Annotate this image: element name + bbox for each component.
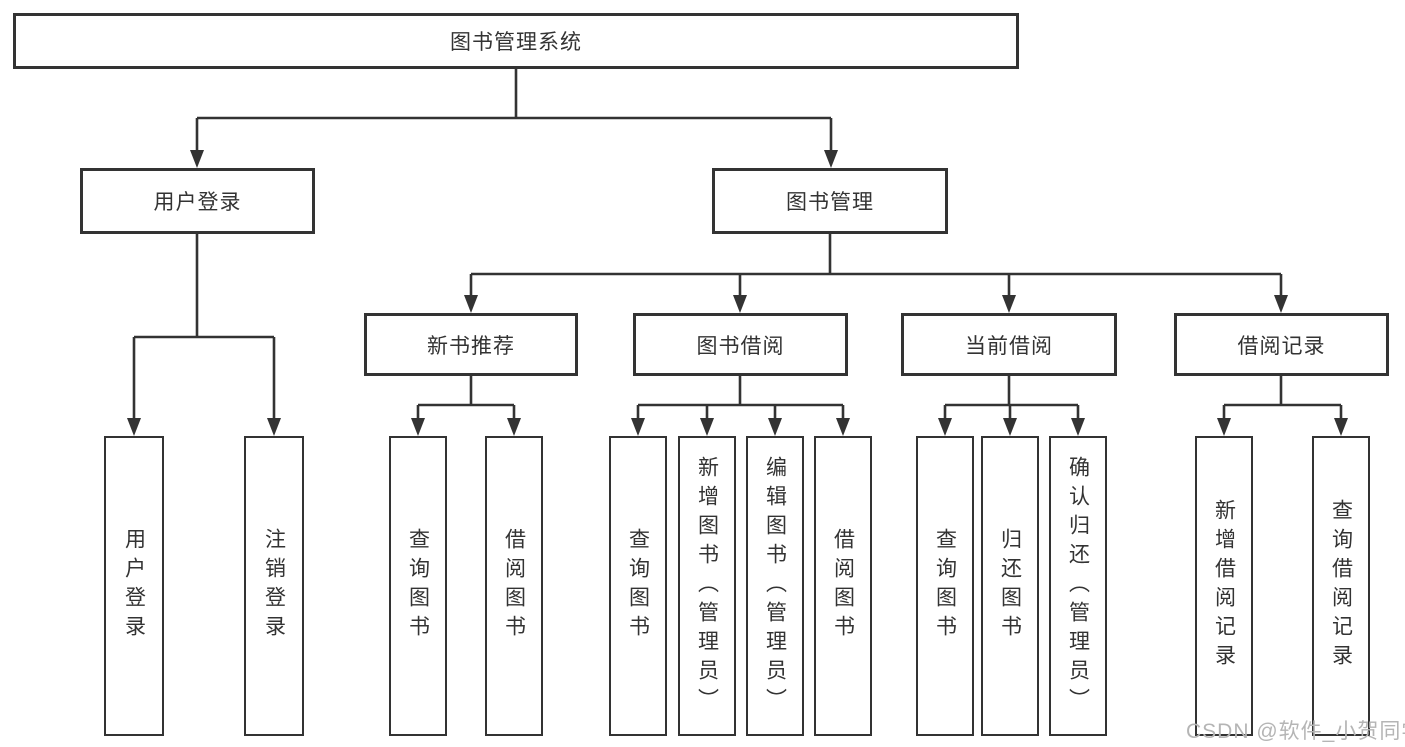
csdn-watermark: CSDN @软件_小贺同学	[1186, 720, 1405, 743]
leaf-user-login: 用户登录	[104, 436, 164, 736]
node-current-borrow: 当前借阅	[901, 313, 1117, 376]
leaf-confirm-return-admin: 确认归还（管理员）	[1049, 436, 1107, 736]
leaf-return-books: 归还图书	[981, 436, 1039, 736]
node-user-login: 用户登录	[80, 168, 315, 234]
leaf-query-books-3: 查询图书	[916, 436, 974, 736]
leaf-borrow-books-2: 借阅图书	[814, 436, 872, 736]
node-label: 借阅记录	[1237, 334, 1326, 358]
node-label: 借阅图书	[502, 528, 526, 644]
leaf-query-books-2: 查询图书	[609, 436, 667, 736]
node-label: 查询图书	[626, 528, 650, 644]
node-label: 用户登录	[153, 191, 242, 214]
node-label: 编辑图书（管理员）	[763, 455, 787, 717]
node-label: 新增借阅记录	[1212, 499, 1236, 673]
node-label: 当前借阅	[965, 334, 1053, 358]
node-label: 借阅图书	[831, 528, 855, 644]
node-label: 图书管理	[786, 191, 874, 214]
node-book-management: 图书管理	[712, 168, 948, 234]
leaf-query-borrow-record: 查询借阅记录	[1312, 436, 1370, 736]
node-label: 新增图书（管理员）	[695, 455, 719, 717]
node-label: 查询借阅记录	[1329, 499, 1353, 673]
node-label: 注销登录	[262, 528, 286, 644]
node-label: 图书借阅	[696, 334, 785, 358]
node-label: 确认归还（管理员）	[1066, 455, 1090, 717]
node-label: 图书管理系统	[450, 31, 582, 54]
leaf-add-borrow-record: 新增借阅记录	[1195, 436, 1253, 736]
node-root-system: 图书管理系统	[13, 13, 1019, 69]
leaf-borrow-books-1: 借阅图书	[485, 436, 543, 736]
node-book-borrow: 图书借阅	[633, 313, 848, 376]
node-label: 归还图书	[998, 528, 1022, 644]
leaf-logout: 注销登录	[244, 436, 304, 736]
leaf-edit-books-admin: 编辑图书（管理员）	[746, 436, 804, 736]
node-label: 新书推荐	[427, 334, 515, 358]
leaf-add-books-admin: 新增图书（管理员）	[678, 436, 736, 736]
leaf-query-books-1: 查询图书	[389, 436, 447, 736]
node-label: 查询图书	[933, 528, 957, 644]
node-label: 用户登录	[122, 528, 146, 644]
node-label: 查询图书	[406, 528, 430, 644]
node-borrow-records: 借阅记录	[1174, 313, 1389, 376]
node-new-book-recommend: 新书推荐	[364, 313, 578, 376]
